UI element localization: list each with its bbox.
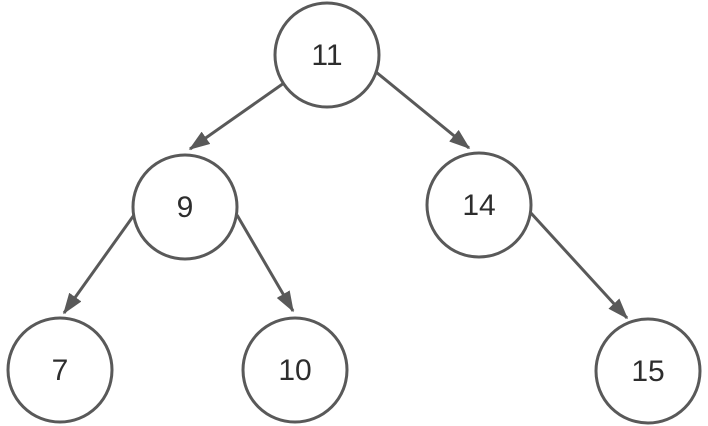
tree-node-label: 14 (462, 189, 495, 222)
tree-node-11: 11 (273, 1, 381, 109)
tree-node-9: 9 (131, 153, 239, 261)
tree-node-label: 7 (52, 354, 69, 387)
tree-edge-14-to-15 (528, 210, 629, 320)
tree-node-label: 15 (631, 355, 664, 388)
tree-node-label: 9 (177, 191, 194, 224)
tree-node-7: 7 (6, 316, 114, 424)
tree-node-circle (6, 316, 114, 424)
tree-edge-11-to-9 (188, 81, 285, 151)
tree-edge-11-to-14 (375, 70, 471, 150)
tree-node-10: 10 (241, 316, 349, 424)
tree-node-circle (273, 1, 381, 109)
tree-node-circle (131, 153, 239, 261)
tree-node-14: 14 (425, 151, 533, 259)
tree-node-circle (594, 317, 702, 425)
tree-node-label: 11 (311, 39, 342, 72)
tree-node-label: 10 (278, 354, 311, 387)
tree-edge-9-to-7 (62, 214, 136, 315)
tree-node-circle (425, 151, 533, 259)
tree-node-15: 15 (594, 317, 702, 425)
tree-node-circle (241, 316, 349, 424)
tree-edge-9-to-10 (235, 214, 295, 313)
